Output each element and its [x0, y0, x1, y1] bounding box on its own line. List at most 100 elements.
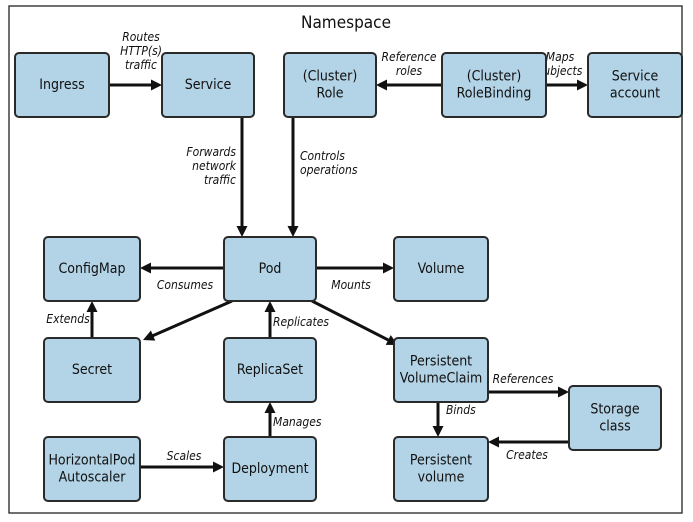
edge-scales: Scales	[140, 449, 224, 473]
node-label: Deployment	[231, 461, 308, 477]
node-ingress: Ingress	[14, 52, 110, 118]
edge-manages: Manages	[264, 402, 322, 437]
arrow-head	[264, 402, 276, 413]
edge-label: network	[192, 159, 237, 173]
edges-layer: RoutesHTTP(s)trafficReferencerolesMapssu…	[46, 30, 588, 473]
node-label: Service	[612, 69, 659, 85]
arrow-head	[287, 226, 299, 237]
node-label: VolumeClaim	[400, 371, 483, 387]
node-label: Storage	[590, 402, 640, 418]
node-volume: Volume	[393, 236, 489, 302]
arrow-head	[432, 426, 444, 437]
node-label: Secret	[72, 362, 112, 378]
node-label: ReplicaSet	[237, 362, 303, 378]
edge-binds: Binds	[432, 402, 476, 437]
edge-label: subjects	[538, 64, 583, 78]
node-label: RoleBinding	[457, 86, 532, 102]
edge-label: traffic	[125, 58, 157, 72]
node-replicaset: ReplicaSet	[223, 337, 317, 403]
node-box	[223, 337, 317, 403]
node-label: Volume	[418, 261, 465, 277]
edge-label: traffic	[204, 173, 236, 187]
edge-label: Replicates	[273, 315, 329, 329]
edge-label: Consumes	[157, 278, 214, 292]
node-label: class	[599, 419, 630, 435]
node-box	[43, 436, 141, 502]
edge-pod-secret	[143, 299, 233, 341]
node-label: Persistent	[410, 354, 472, 370]
node-cluster-role: (Cluster)Role	[283, 52, 377, 118]
edge-label: Creates	[506, 448, 548, 462]
edge-mounts: Mounts	[316, 262, 394, 292]
arrow-head	[151, 79, 162, 91]
edge-label: roles	[396, 64, 423, 78]
diagram-title: Namespace	[301, 13, 391, 33]
edge-label: Extends	[46, 312, 90, 326]
node-label: Autoscaler	[59, 470, 127, 486]
arrow-head	[558, 386, 569, 398]
node-box	[43, 337, 141, 403]
node-box	[393, 236, 489, 302]
arrow-head	[143, 330, 156, 341]
arrow-head	[383, 262, 394, 274]
edge-label: operations	[300, 163, 358, 177]
node-pod: Pod	[223, 236, 317, 302]
node-box	[587, 52, 683, 118]
node-box	[14, 52, 110, 118]
node-secret: Secret	[43, 337, 141, 403]
node-label: (Cluster)	[303, 69, 358, 85]
node-label: volume	[418, 470, 465, 486]
arrow-head	[577, 79, 588, 91]
edge-line	[311, 299, 390, 342]
arrow-head	[264, 301, 276, 312]
arrow-head	[140, 262, 151, 274]
node-box	[568, 385, 662, 451]
node-label: HorizontalPod	[48, 453, 135, 469]
node-box	[393, 337, 489, 403]
node-box	[441, 52, 547, 118]
edge-label: Mounts	[331, 278, 371, 292]
edge-label: Routes	[122, 30, 160, 44]
node-deployment: Deployment	[223, 436, 317, 502]
node-box	[223, 436, 317, 502]
node-box	[393, 436, 489, 502]
edge-references: References	[488, 372, 569, 398]
node-box	[283, 52, 377, 118]
arrow-head	[488, 436, 499, 448]
edge-label: Manages	[273, 415, 322, 429]
edge-label: Scales	[167, 449, 202, 463]
node-box	[161, 52, 255, 118]
node-label: ConfigMap	[58, 261, 125, 277]
arrow-head	[236, 226, 248, 237]
node-box	[223, 236, 317, 302]
node-label: Role	[316, 86, 343, 102]
edge-consumes: Consumes	[140, 262, 224, 292]
node-label: Pod	[259, 261, 282, 277]
arrow-head	[213, 461, 224, 473]
edge-line	[151, 299, 233, 338]
edge-label: References	[493, 372, 554, 386]
edge-label: HTTP(s)	[120, 44, 162, 58]
node-label: account	[610, 86, 660, 102]
arrow-head	[86, 301, 98, 312]
edge-extends: Extends	[46, 301, 98, 338]
node-label: (Cluster)	[467, 69, 522, 85]
edge-label: Controls	[300, 149, 345, 163]
edge-replicates: Replicates	[264, 301, 329, 338]
edge-label: Maps	[546, 50, 575, 64]
edge-creates: Creates	[488, 436, 569, 462]
node-label: Service	[185, 77, 232, 93]
node-configmap: ConfigMap	[43, 236, 141, 302]
edge-label: Forwards	[186, 145, 236, 159]
